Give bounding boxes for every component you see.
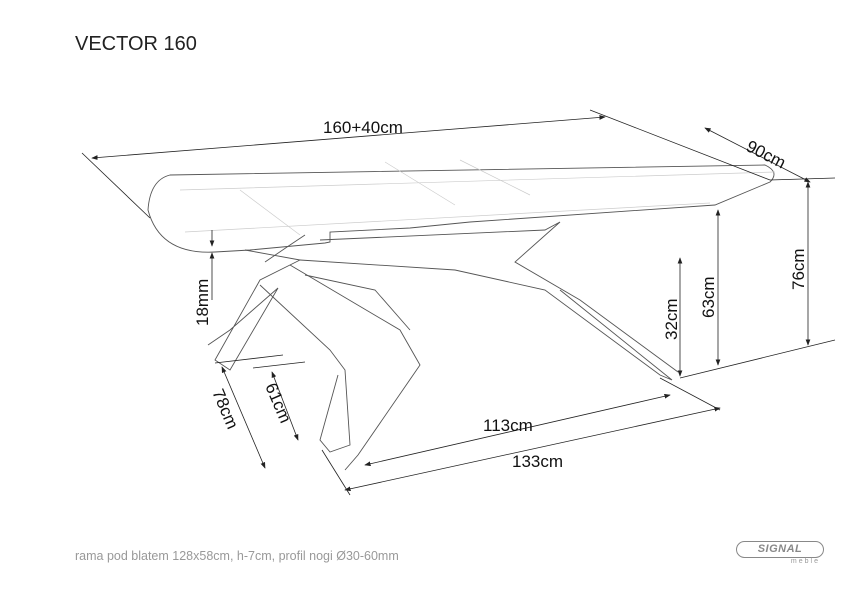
frame-specification-note: rama pod blatem 128x58cm, h-7cm, profil … [75,549,399,563]
dimension-leg-depth-inner: 61cm [252,361,306,441]
dimension-top-thickness: 18mm [193,230,215,326]
dim-leg-span-outer-label: 133cm [512,452,563,471]
dim-width-label: 90cm [743,137,789,173]
brand-logo-sub: meble [790,558,820,565]
dim-height-cross-label: 32cm [662,298,681,340]
dim-leg-depth-outer-label: 78cm [208,386,242,432]
brand-logo: SIGNAL meble [736,541,824,567]
product-title: VECTOR 160 [75,33,197,55]
dimension-leg-span-outer: 133cm [321,406,721,496]
dimension-height-cross: 32cm [662,257,683,377]
dimension-length: 160+40cm [81,109,771,219]
brand-logo-name: SIGNAL [736,541,824,558]
dim-height-frame-label: 63cm [699,276,718,318]
dim-length-label: 160+40cm [323,118,403,137]
dim-leg-depth-inner-label: 61cm [261,380,295,426]
dim-top-thickness-label: 18mm [193,279,212,326]
dimension-width: 90cm [704,127,836,183]
dim-leg-span-inner-label: 113cm [483,416,533,435]
table-top [147,159,776,253]
dimension-height-total: 76cm [679,181,836,379]
dim-height-total-label: 76cm [789,248,808,290]
dimension-height-frame: 63cm [699,209,721,366]
